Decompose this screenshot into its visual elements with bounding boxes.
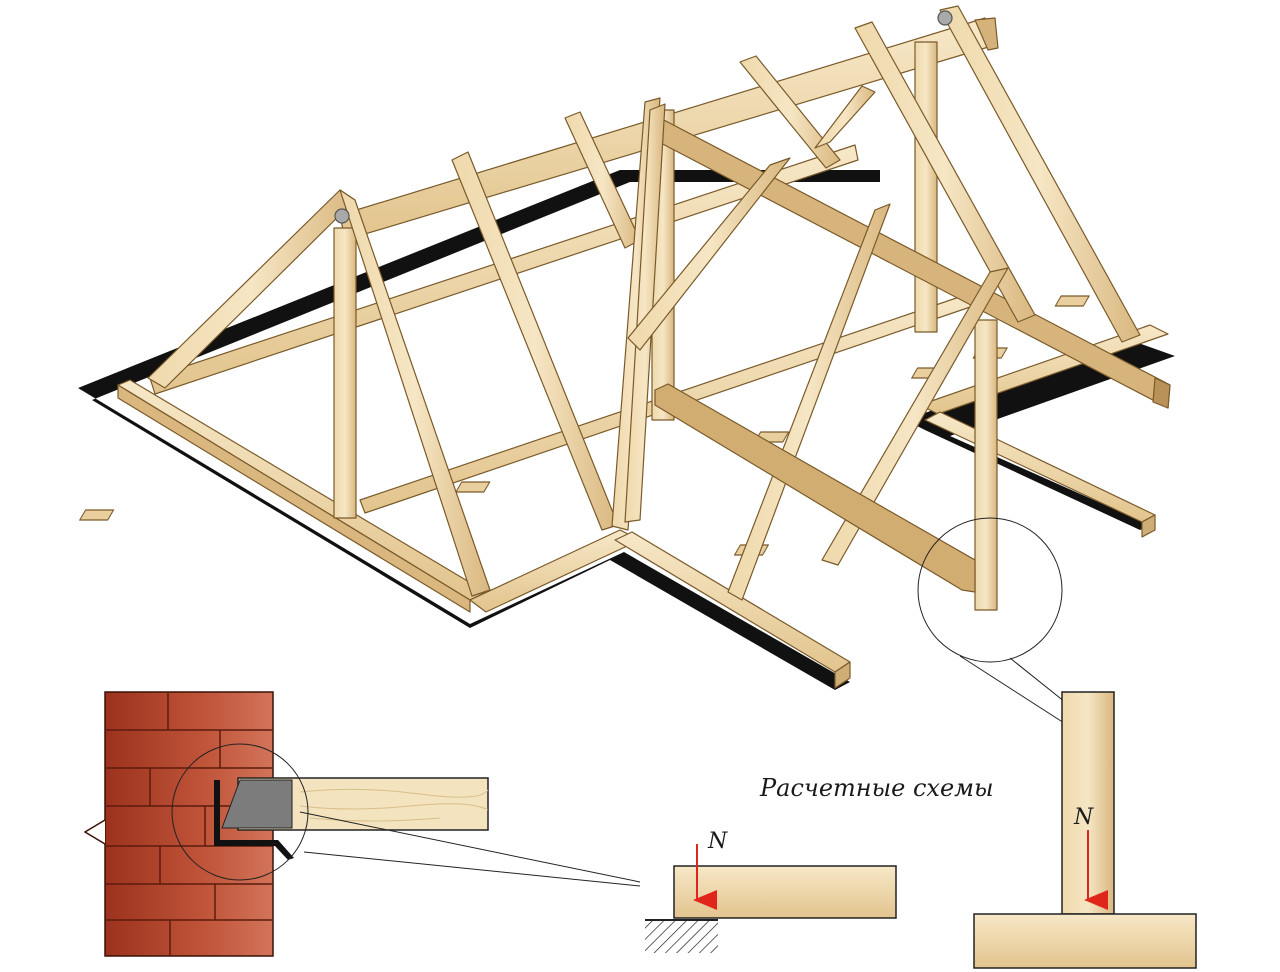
detail-callout-left [171,743,641,887]
roof-frame [78,5,1175,690]
bracket-plate [214,780,294,860]
scheme-beam: N [645,829,897,953]
front-extension-plate-end [834,661,851,689]
right-wall-plate-2 [924,411,1156,523]
front-wall-plate [469,529,641,613]
wing-front-rafter [654,383,976,593]
detail-callout-right [917,517,1076,731]
beam-wall-support [214,777,489,860]
right-wall-plate-end [1141,514,1156,538]
left-wall-plate-side [117,384,471,613]
wing-ridge-end [1152,377,1171,409]
rafters-left [147,97,666,597]
post-left [333,227,357,519]
post-back-right [914,41,938,333]
front-extension-plate [614,531,851,673]
scheme-post: N [973,691,1197,969]
ridge-beam-end [974,17,999,51]
force-label-right: N [1073,805,1094,830]
force-label-left: N [707,829,728,854]
ridge-caps [334,10,953,224]
schemes-caption: Расчетные схемы [759,774,994,802]
post-front-right [974,319,998,611]
rafters-right [627,5,1141,601]
steel-bracket [221,779,293,829]
